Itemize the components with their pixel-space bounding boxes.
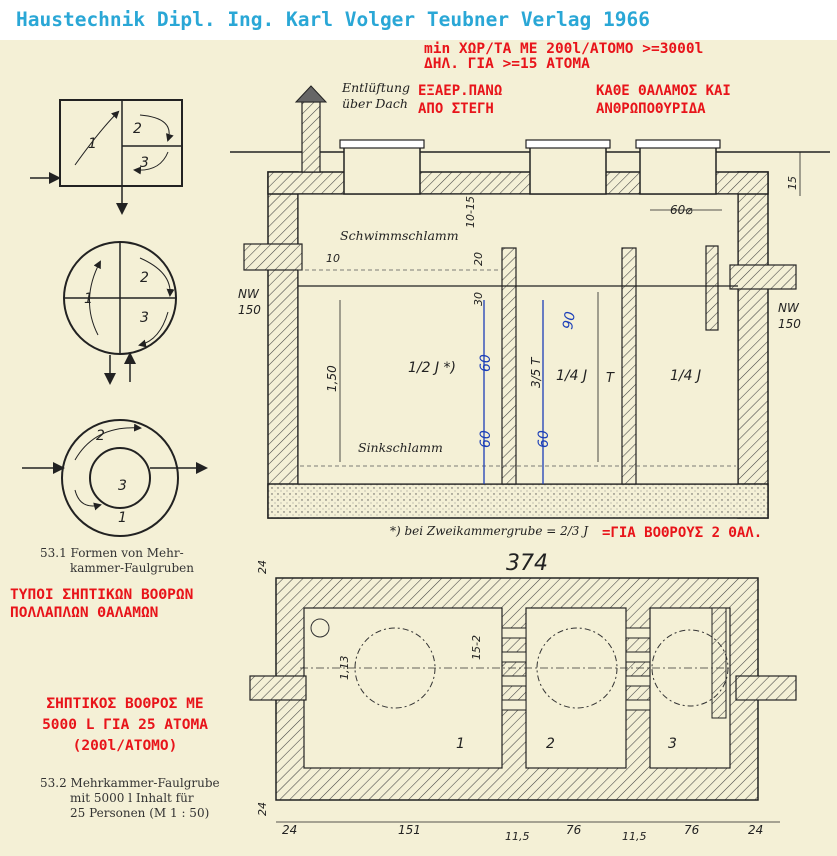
circle-label-2: 2 bbox=[140, 270, 149, 286]
dim-30: 30 bbox=[472, 292, 485, 306]
ring-label-2: 2 bbox=[96, 428, 105, 444]
note-manhole: ΚΑΘΕ ΘΑΛΑΜΟΣ ΚΑΙ ΑΝΘΡΩΠΟΘΥΡΙΔΑ bbox=[596, 83, 731, 118]
note-two-chamber: =ΓΙΑ ΒΟΘΡΟΥΣ 2 ΘΑΛ. bbox=[602, 525, 763, 541]
plan-bottom-dim-5: 11,5 bbox=[622, 830, 647, 843]
hand-note-60-c: 60 bbox=[536, 430, 552, 448]
fraction-half: 1/2 J *) bbox=[408, 360, 456, 376]
ring-label-3: 3 bbox=[118, 478, 127, 494]
hand-note-90: 90 bbox=[560, 310, 579, 330]
plan-bottom-dim-7: 24 bbox=[748, 823, 763, 837]
tank-plan-drawing: 24 24 1,13 15-2 1 2 3 24 151 11,5 76 11,… bbox=[249, 560, 797, 843]
plan-bottom-dim-4: 76 bbox=[566, 823, 582, 837]
fraction-quarter-2: 1/4 J bbox=[670, 368, 701, 384]
header-bar: Haustechnik Dipl. Ing. Karl Volger Teubn… bbox=[0, 0, 837, 40]
plan-dim-24-bottom: 24 bbox=[256, 802, 269, 816]
circle-label-1: 1 bbox=[84, 291, 93, 307]
plan-bottom-dim-2: 151 bbox=[398, 823, 421, 837]
scum-label: Schwimmschlamm bbox=[340, 228, 459, 243]
header-title: Haustechnik Dipl. Ing. Karl Volger Teubn… bbox=[16, 8, 650, 31]
caption-fig-53-1: 53.1 Formen von Mehr- kammer-Faulgruben bbox=[40, 546, 194, 575]
fraction-three-fifths: 3/5 T bbox=[529, 356, 543, 388]
shape-circle-diagram: 1 2 3 bbox=[63, 241, 177, 385]
plan-bottom-dim-3: 11,5 bbox=[505, 830, 530, 843]
sludge-label: Sinkschlamm bbox=[358, 440, 443, 455]
dim-15: 15 bbox=[786, 176, 799, 190]
plan-chamber-2: 2 bbox=[546, 736, 555, 752]
inlet-label-1: NW bbox=[238, 287, 260, 301]
rect-label-1: 1 bbox=[88, 136, 97, 152]
dim-20: 20 bbox=[472, 252, 485, 266]
note-vent: ΕΞΑΕΡ.ΠΑΝΩ ΑΠΟ ΣΤΕΓΗ bbox=[418, 83, 503, 118]
vent-label-1: Entlüftung bbox=[341, 80, 410, 95]
footnote: *) bei Zweikammergrube = 2/3 J bbox=[390, 524, 589, 538]
circle-label-3: 3 bbox=[140, 310, 149, 326]
plan-chamber-3: 3 bbox=[668, 736, 677, 752]
ring-label-1: 1 bbox=[118, 510, 127, 526]
dim-10: 10 bbox=[326, 252, 340, 265]
page-number: 374 bbox=[506, 551, 548, 576]
caption-fig-53-2: 53.2 Mehrkammer-Faulgrube mit 5000 l Inh… bbox=[40, 776, 220, 820]
hand-note-60-a: 60 bbox=[478, 354, 494, 372]
note-tank-5000: ΣΗΠΤΙΚΟΣ ΒΟΘΡΟΣ ΜΕ 5000 L ΓΙΑ 25 ΑΤΟΜΑ (… bbox=[42, 696, 208, 755]
plan-bottom-dim-1: 24 bbox=[282, 823, 297, 837]
shape-ring-diagram: 2 3 1 bbox=[22, 419, 208, 537]
rect-label-2: 2 bbox=[133, 121, 142, 137]
shape-rect-diagram: 1 2 3 bbox=[30, 99, 183, 215]
rect-label-3: 3 bbox=[140, 155, 149, 171]
note-types: ΤΥΠΟΙ ΣΗΠΤΙΚΩΝ ΒΟΘΡΩΝ ΠΟΛΛΑΠΛΩΝ ΘΑΛΑΜΩΝ bbox=[10, 587, 194, 622]
fraction-quarter-1: 1/4 J bbox=[556, 368, 587, 384]
plan-dim-15-2: 15-2 bbox=[470, 635, 483, 660]
plan-dim-113: 1,13 bbox=[338, 656, 351, 681]
dim-150: 1,50 bbox=[325, 365, 339, 392]
inlet-label-2: 150 bbox=[238, 303, 261, 317]
outlet-label-2: 150 bbox=[778, 317, 801, 331]
plan-chamber-1: 1 bbox=[456, 736, 465, 752]
hand-note-60-b: 60 bbox=[478, 430, 494, 448]
tank-section-drawing: Entlüftung über Dach Schwimmschlamm Sink… bbox=[230, 80, 830, 576]
plan-dim-24-top: 24 bbox=[256, 560, 269, 574]
dim-10-15: 10-15 bbox=[464, 196, 477, 228]
plan-bottom-dim-6: 76 bbox=[684, 823, 700, 837]
dim-60: 60⌀ bbox=[670, 203, 693, 217]
vent-label-2: über Dach bbox=[342, 96, 408, 111]
outlet-label-1: NW bbox=[778, 301, 800, 315]
note-min-capacity: min ΧΩΡ/ΤΑ ΜΕ 200l/ΑΤΟΜΟ >=3000l ΔΗΛ. ΓΙ… bbox=[424, 41, 704, 73]
dim-T: T bbox=[606, 371, 615, 386]
